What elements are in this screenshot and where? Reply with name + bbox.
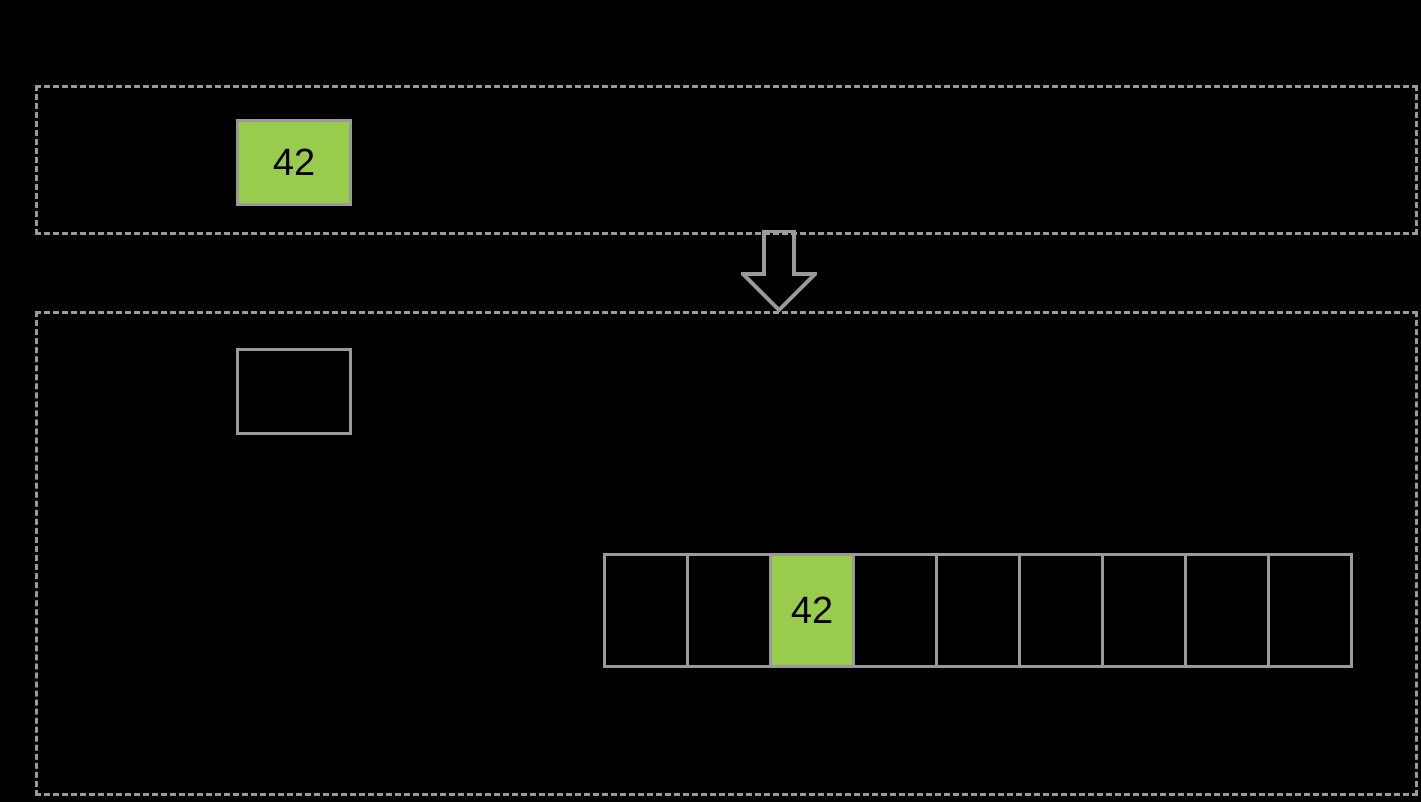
down-arrow-icon (738, 229, 820, 313)
array-cell-6[interactable] (1101, 553, 1187, 668)
array-cell-8[interactable] (1267, 553, 1353, 668)
array-cell-7[interactable] (1184, 553, 1270, 668)
source-value-box[interactable]: 42 (236, 119, 352, 206)
array-cell-5[interactable] (1018, 553, 1104, 668)
array-cell-label: 42 (790, 589, 834, 632)
down-arrow-svg (738, 229, 820, 313)
target-empty-box[interactable] (236, 348, 352, 435)
target-region-panel (35, 311, 1418, 796)
source-region-panel (35, 85, 1418, 235)
array-cell-4[interactable] (935, 553, 1021, 668)
array-cell-2[interactable]: 42 (769, 553, 855, 668)
array-cell-3[interactable] (852, 553, 938, 668)
array-cell-0[interactable] (603, 553, 689, 668)
down-arrow-shape (738, 229, 820, 313)
array-container: 42 (603, 553, 1353, 668)
source-value-label: 42 (272, 141, 316, 184)
array-cell-1[interactable] (686, 553, 772, 668)
